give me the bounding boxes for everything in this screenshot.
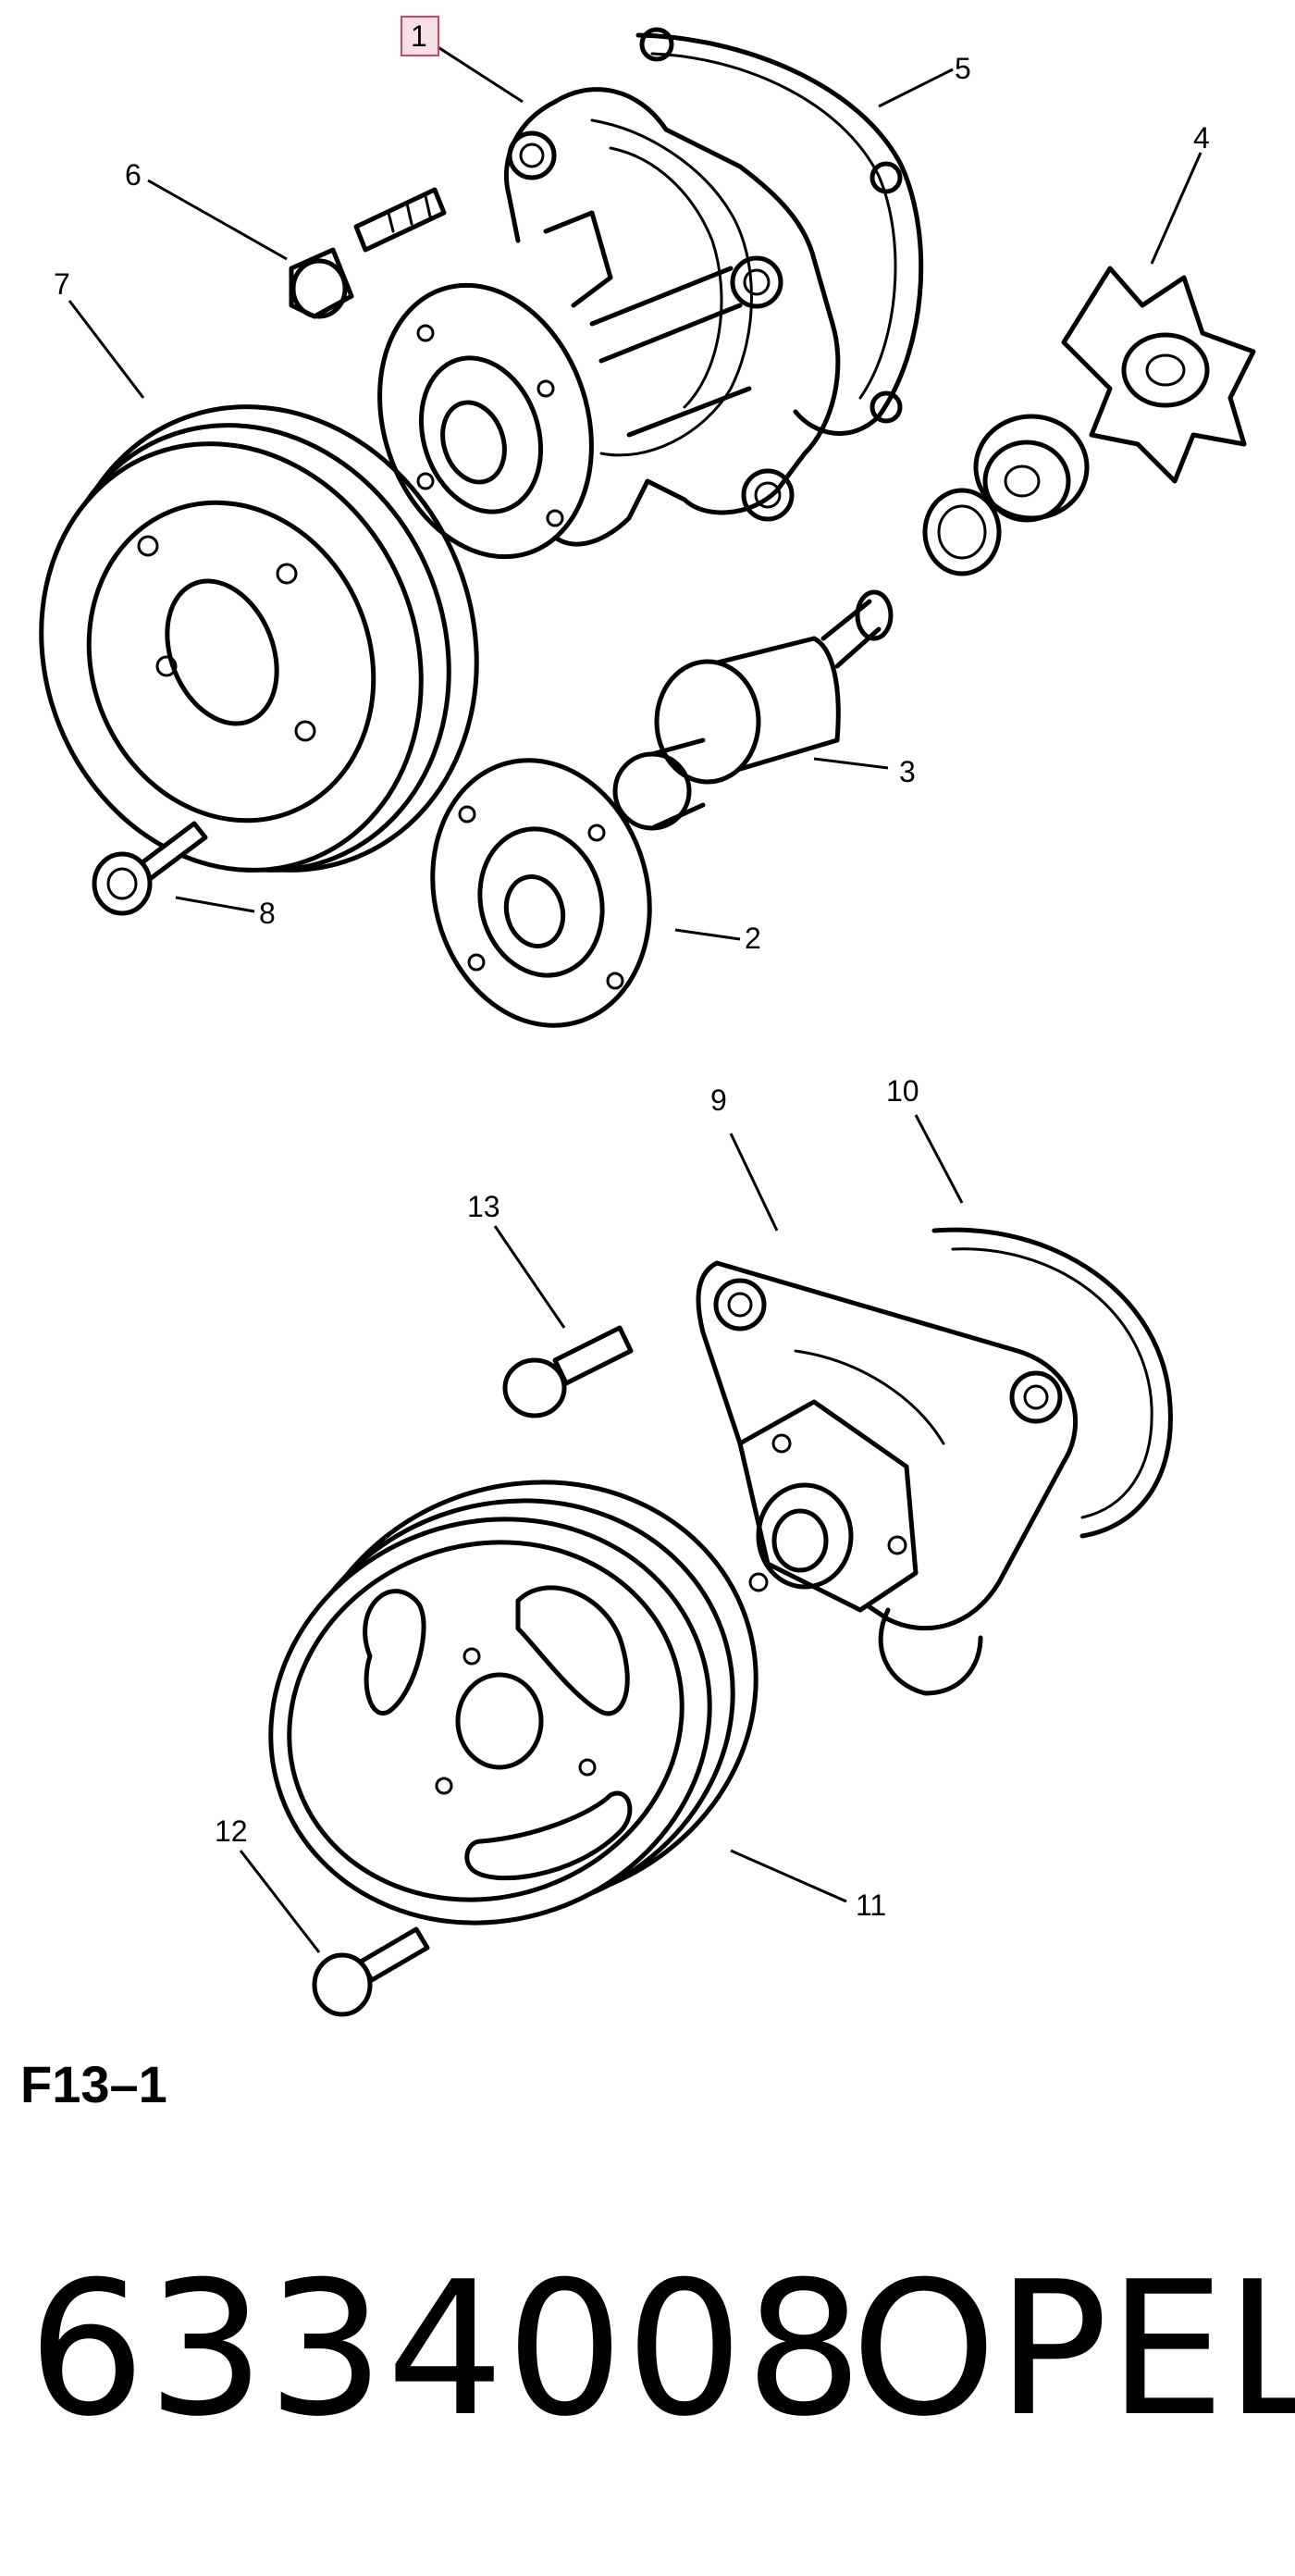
- pump-front-flange: [377, 282, 594, 560]
- part-4-impeller: [1061, 266, 1256, 484]
- figure-code: F13–1: [20, 2055, 167, 2113]
- callout-1: 1: [411, 19, 427, 53]
- callout-4: 4: [1193, 121, 1210, 155]
- callout-11: 11: [856, 1889, 886, 1922]
- part-9-pump-housing: [696, 1260, 1078, 1696]
- part-3-shaft-bearing: [612, 589, 894, 831]
- callout-12: 12: [215, 1814, 248, 1848]
- part-number: 6334008: [28, 2242, 865, 2458]
- part-11-pulley-bottom: [268, 1480, 758, 1926]
- callout-2: 2: [745, 922, 761, 955]
- leader-lines: [68, 44, 1202, 1953]
- part-12-bolt: [312, 1926, 430, 2017]
- part-8-bolt: [92, 821, 208, 916]
- seal-assembly: [922, 414, 1090, 576]
- callout-9: 9: [710, 1084, 727, 1117]
- callout-8: 8: [259, 897, 276, 930]
- part-6-bolt: [289, 187, 447, 319]
- part-5-gasket: [635, 27, 924, 436]
- callout-1-box: [401, 16, 439, 56]
- callout-5: 5: [955, 52, 971, 85]
- part-7-pulley-top: [39, 404, 479, 873]
- callout-10: 10: [886, 1074, 919, 1108]
- part-2-flange: [430, 758, 652, 1028]
- part-10-gasket: [931, 1227, 1173, 1539]
- part-1-pump-housing: [503, 87, 841, 547]
- callout-13: 13: [467, 1190, 500, 1223]
- callout-3: 3: [899, 755, 916, 788]
- part-13-bolt: [502, 1325, 634, 1418]
- callout-7: 7: [54, 267, 70, 301]
- callout-6: 6: [125, 158, 142, 192]
- brand-name: OPEL: [851, 2242, 1295, 2458]
